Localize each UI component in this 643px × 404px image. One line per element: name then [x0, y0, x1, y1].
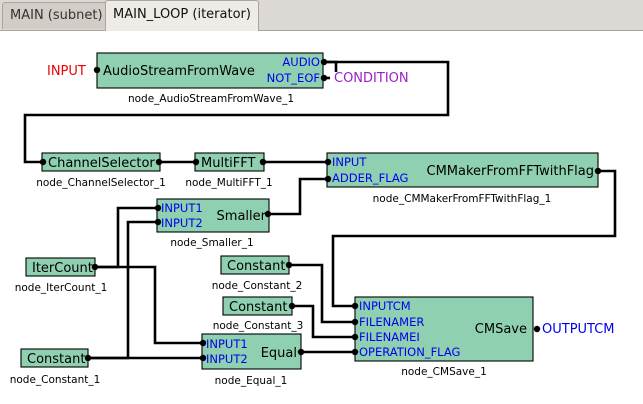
node-box	[96, 52, 324, 89]
node-constant-1[interactable]: Constant node_Constant_1	[10, 348, 101, 386]
wire-const2-to-cmsave	[289, 263, 352, 324]
node-constant-2[interactable]: Constant node_Constant_2	[212, 255, 303, 292]
external-condition-label[interactable]: CONDITION	[334, 71, 409, 86]
tab-main-loop-iterator[interactable]: MAIN_LOOP (iterator)	[105, 0, 259, 31]
wire-itercount-to-equal	[96, 265, 201, 345]
node-label: node_IterCount_1	[15, 282, 108, 294]
node-title: Smaller	[217, 209, 267, 224]
node-title: Equal	[261, 346, 297, 361]
network-canvas[interactable]: INPUT CONDITION OUTPUTCM AudioStreamFrom…	[0, 31, 643, 404]
external-input-label[interactable]: INPUT	[47, 64, 86, 79]
node-box	[326, 152, 599, 188]
node-equal[interactable]: INPUT1 INPUT2 Equal node_Equal_1	[199, 333, 305, 387]
node-label: node_MultiFFT_1	[185, 177, 272, 189]
tab-label: MAIN_LOOP (iterator)	[113, 7, 251, 22]
port-dot	[155, 158, 163, 166]
port-dot	[320, 74, 328, 82]
node-label: node_ChannelSelector_1	[36, 177, 166, 189]
port-input[interactable]: INPUT	[332, 155, 367, 169]
port-dot	[324, 158, 332, 166]
port-dot	[320, 58, 328, 66]
node-label: node_Smaller_1	[170, 237, 253, 249]
node-audiostreamfromwave[interactable]: AudioStreamFromWave AUDIO NOT_EOF node_A…	[93, 52, 328, 105]
node-cmsave[interactable]: INPUTCM FILENAMER FILENAMEI OPERATION_FL…	[351, 296, 541, 378]
node-label: node_Constant_3	[213, 320, 304, 332]
port-dot	[259, 158, 267, 166]
node-box	[354, 296, 534, 362]
port-adder-flag[interactable]: ADDER_FLAG	[332, 171, 408, 185]
port-dot	[93, 66, 101, 74]
port-dot	[154, 204, 162, 212]
port-dot	[264, 210, 272, 218]
node-box	[156, 198, 270, 233]
port-filenamei[interactable]: FILENAMEI	[359, 330, 420, 344]
node-title: Constant	[227, 259, 285, 274]
wire-smaller-to-cmmaker	[269, 177, 326, 216]
node-constant-3[interactable]: Constant node_Constant_3	[213, 296, 304, 332]
port-filenamer[interactable]: FILENAMER	[359, 315, 424, 329]
port-dot	[324, 175, 332, 183]
wire-audio-to-channelselector	[23, 60, 450, 164]
port-dot	[154, 218, 162, 226]
node-label: node_Constant_1	[10, 374, 101, 386]
node-title: Constant	[27, 352, 85, 367]
wire-cmmaker-to-cmsave	[331, 169, 617, 308]
port-dot	[285, 261, 293, 269]
port-dot	[91, 263, 99, 271]
port-input2[interactable]: INPUT2	[206, 352, 248, 366]
port-dot	[199, 354, 207, 362]
port-dot	[297, 348, 305, 356]
port-dot	[192, 158, 200, 166]
node-label: node_CMSave_1	[401, 366, 487, 378]
external-outputcm-label[interactable]: OUTPUTCM	[542, 322, 615, 337]
node-label: node_AudioStreamFromWave_1	[128, 93, 294, 105]
node-smaller[interactable]: INPUT1 INPUT2 Smaller node_Smaller_1	[154, 198, 272, 249]
port-not-eof[interactable]: NOT_EOF	[267, 71, 320, 85]
node-title: CMMakerFromFFTwithFlag	[427, 164, 595, 179]
port-dot	[351, 302, 359, 310]
node-title: IterCount	[32, 261, 93, 276]
port-dot	[199, 339, 207, 347]
port-dot	[84, 354, 92, 362]
network-diagram: INPUT CONDITION OUTPUTCM AudioStreamFrom…	[10, 52, 617, 387]
port-operation-flag[interactable]: OPERATION_FLAG	[359, 345, 460, 359]
node-multifft[interactable]: MultiFFT node_MultiFFT_1	[185, 152, 273, 189]
wire-const3-to-cmsave	[292, 304, 352, 339]
node-itercount[interactable]: IterCount node_IterCount_1	[15, 257, 108, 294]
tab-bar: MAIN (subnet) MAIN_LOOP (iterator)	[0, 0, 643, 31]
node-title: ChannelSelector	[48, 156, 155, 171]
node-title: Constant	[229, 300, 287, 315]
port-dot	[351, 318, 359, 326]
port-dot	[533, 325, 541, 333]
port-dot	[351, 333, 359, 341]
node-label: node_Equal_1	[215, 375, 288, 387]
node-channelselector[interactable]: ChannelSelector node_ChannelSelector_1	[36, 152, 166, 189]
node-title: AudioStreamFromWave	[103, 64, 255, 79]
port-dot	[288, 302, 296, 310]
node-cmmakerfromfftwithflag[interactable]: INPUT ADDER_FLAG CMMakerFromFFTwithFlag …	[324, 152, 602, 205]
port-dot	[39, 158, 47, 166]
port-input1[interactable]: INPUT1	[161, 201, 203, 215]
port-input2[interactable]: INPUT2	[161, 216, 203, 230]
port-audio[interactable]: AUDIO	[282, 55, 320, 69]
port-inputcm[interactable]: INPUTCM	[359, 299, 411, 313]
tab-main-subnet[interactable]: MAIN (subnet)	[2, 2, 111, 29]
tab-label: MAIN (subnet)	[10, 8, 103, 23]
port-input1[interactable]: INPUT1	[206, 337, 248, 351]
node-title: MultiFFT	[201, 156, 256, 171]
node-label: node_CMMakerFromFFTwithFlag_1	[373, 193, 552, 205]
node-label: node_Constant_2	[212, 280, 303, 292]
node-box	[201, 333, 302, 370]
wire-itercount-to-smaller	[96, 206, 155, 269]
node-title: CMSave	[475, 322, 527, 337]
port-dot	[351, 348, 359, 356]
port-dot	[594, 167, 602, 175]
wires	[23, 60, 617, 360]
